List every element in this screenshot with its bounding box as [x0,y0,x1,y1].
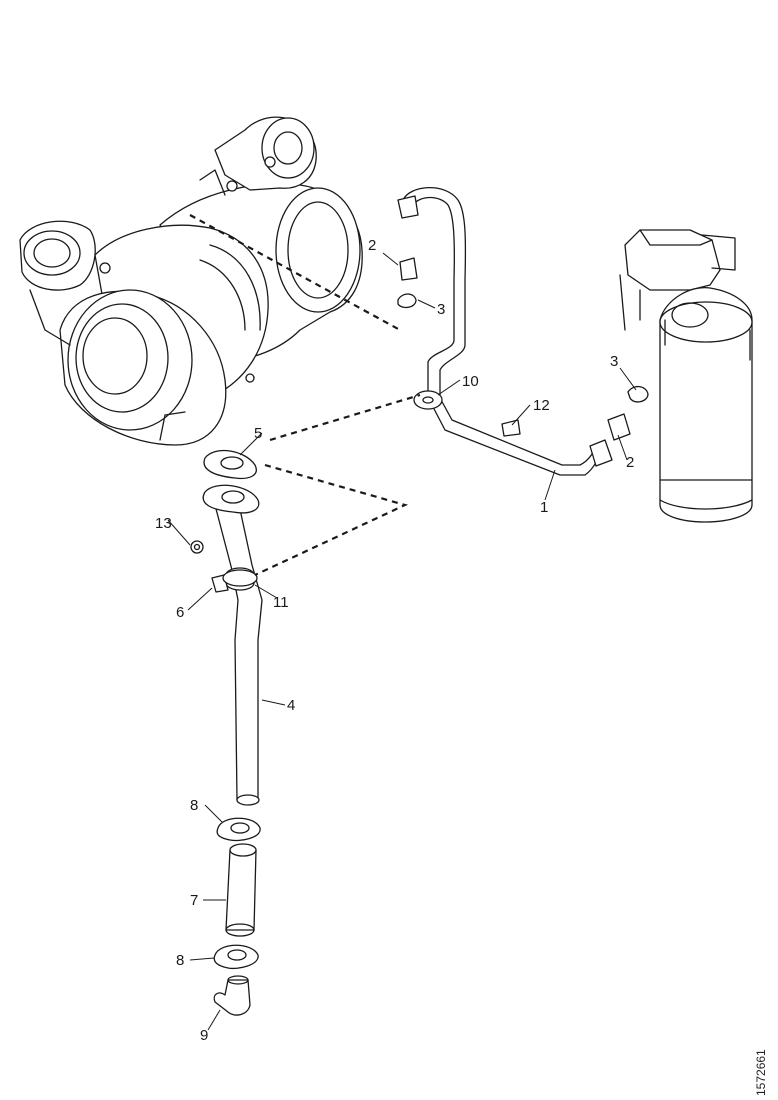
oil-feed-pipe [397,187,613,476]
gasket-5-lower [202,484,260,514]
callout-12: 12 [533,397,550,414]
callout-5: 5 [254,425,262,442]
oil-drain-pipe [214,499,263,806]
fitting-2-upper [399,257,418,281]
banjo-10 [413,390,443,410]
callout-1: 1 [540,499,548,516]
washer-13 [190,540,204,554]
callout-7: 7 [190,892,198,909]
fitting-2-lower [607,413,631,441]
bolt-12 [501,419,521,437]
seal-3-upper [397,293,417,309]
callout-2: 2 [368,237,376,254]
callout-labels: 1 2 2 3 3 4 5 6 7 8 8 9 10 11 12 13 [155,237,634,1044]
assembly-guide-lines [189,214,421,576]
seal-ring-8-upper [216,817,261,842]
callout-4: 4 [287,697,295,714]
document-id: 1572661 [754,1040,776,1096]
callout-13: 13 [155,515,172,532]
callout-leaders [167,252,637,1031]
callout-11: 11 [273,594,289,611]
callout-2: 2 [626,454,634,471]
callout-8: 8 [190,797,198,814]
callout-8: 8 [176,952,184,969]
callout-6: 6 [176,604,184,621]
hose-7 [225,843,257,937]
callout-3: 3 [610,353,618,370]
seal-3-lower [627,385,649,403]
turbocharger-drawing [19,116,363,446]
callout-10: 10 [462,373,479,390]
callout-9: 9 [200,1027,208,1044]
gasket-5-upper [203,449,257,480]
clamp-11 [222,569,258,587]
oil-filter-drawing [619,229,753,523]
elbow-9 [213,975,251,1016]
document-id-text: 1572661 [754,1049,768,1096]
seal-ring-8-lower [213,944,259,970]
callout-3: 3 [437,301,445,318]
